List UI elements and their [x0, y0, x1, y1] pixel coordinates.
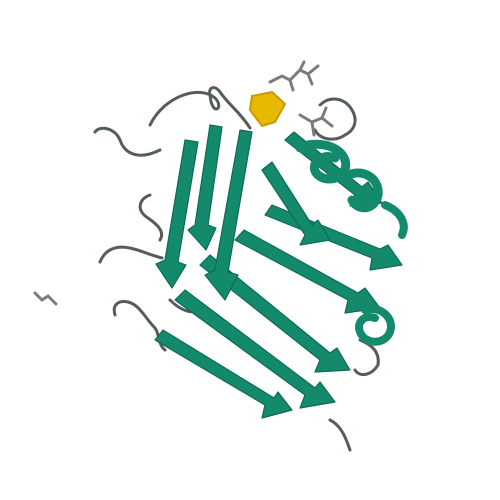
beta-strand-8 — [261, 161, 331, 246]
ligand-chain-top — [268, 60, 320, 92]
loop-left-mid — [138, 193, 164, 242]
loop-right-bottom — [353, 338, 380, 377]
ligand-chain-mid — [298, 106, 334, 137]
ligand-free-ion — [33, 291, 58, 306]
beta-barrel — [154, 124, 403, 419]
sugar-ring — [248, 90, 287, 128]
loop-coils-right — [295, 139, 408, 346]
beta-strand-10 — [187, 124, 223, 251]
curl-right-ring — [355, 304, 395, 346]
curl-right-upper — [295, 139, 351, 184]
beta-strand-6 — [204, 129, 253, 301]
beta-strand-7 — [155, 139, 199, 289]
loop-bottom — [328, 418, 352, 452]
beta-strand-1 — [154, 329, 293, 419]
loop-top — [148, 86, 252, 130]
sugar-ring-shape — [248, 90, 287, 128]
beta-strand-3 — [199, 254, 351, 373]
loop-bottom-left — [112, 300, 167, 352]
loop-left-lower — [98, 245, 164, 264]
loop-left-top — [93, 126, 162, 157]
ligand-sticks — [33, 60, 334, 306]
loop-coils — [93, 86, 380, 452]
loop-right-top — [313, 97, 357, 141]
curl-right-lower — [381, 201, 408, 239]
beta-strand-4 — [234, 229, 381, 314]
beta-strand-2 — [174, 289, 336, 409]
curl-right-mid — [343, 168, 383, 213]
